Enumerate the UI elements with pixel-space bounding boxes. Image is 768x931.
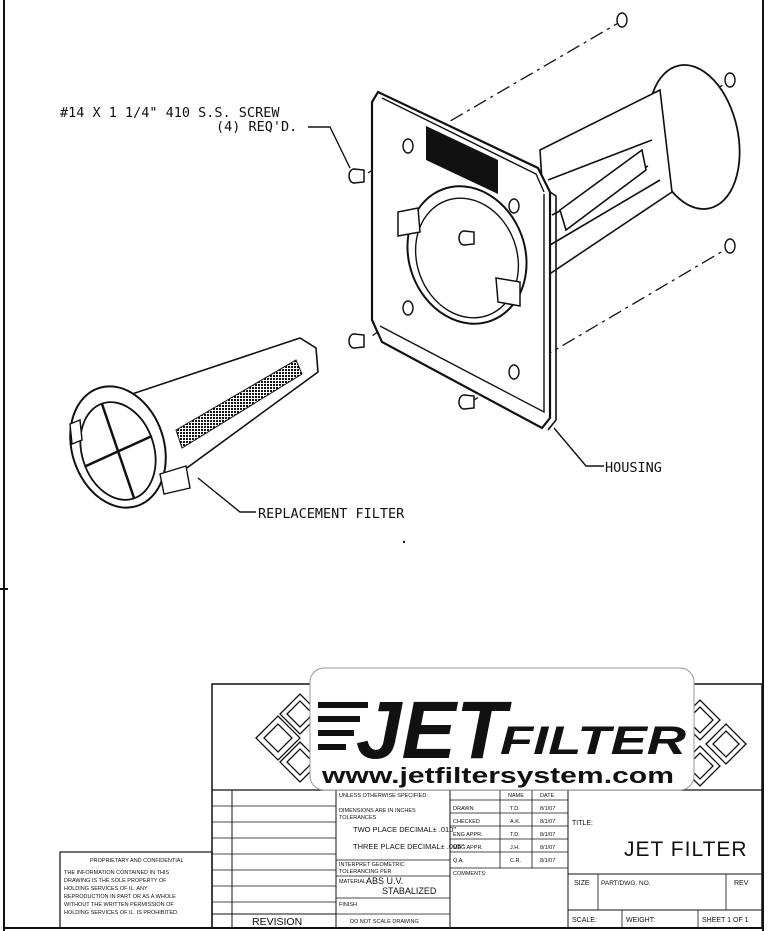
screw-callout-line2: (4) REQ'D. (216, 119, 297, 135)
tb-proprietary-line: DRAWING IS THE SOLE PROPERTY OF (64, 878, 167, 884)
tb-row-date: 8/1/07 (540, 858, 555, 864)
tb-material-label: MATERIAL: (339, 879, 368, 885)
screws (348, 168, 475, 410)
tb-proprietary-title: PROPRIETARY AND CONFIDENTIAL (90, 858, 184, 864)
tb-unless-specified: UNLESS OTHERWISE SPECIFIED: (339, 793, 428, 799)
stray-dot (402, 540, 406, 544)
tb-tolerancing: TOLERANCING PER (339, 869, 391, 875)
tb-row-name: J.H. (510, 845, 520, 851)
tb-row-role: MFG APPR. (453, 845, 483, 851)
tb-interpret: INTERPRET GEOMETRIC (339, 862, 405, 868)
tb-scale-label: SCALE: (572, 917, 597, 924)
tb-finish-label: FINISH (339, 902, 357, 908)
tb-part-label: PART/DWG. NO. (601, 880, 651, 887)
tb-row-name: T.D. (510, 832, 520, 838)
tb-row-date: 8/1/07 (540, 845, 555, 851)
tb-title-label: TITLE: (572, 820, 593, 827)
housing-plate (370, 90, 557, 431)
tb-no-scale: DO NOT SCALE DRAWING (350, 919, 419, 925)
tb-row-role: DRAWN (453, 806, 474, 812)
tb-comments: COMMENTS: (453, 871, 487, 877)
tb-revision: REVISION (252, 916, 302, 928)
jet-filter-logo: JET FILTER www.jetfiltersystem.com (309, 667, 695, 791)
tb-row-role: CHECKED (453, 819, 480, 825)
screw-callout-line1: #14 X 1 1/4" 410 S.S. SCREW (60, 105, 280, 121)
leader-lines (197, 126, 604, 513)
tb-row-date: 8/1/07 (540, 819, 555, 825)
tb-proprietary-line: WITHOUT THE WRITTEN PERMISSION OF (64, 902, 174, 908)
tb-proprietary-line: REPRODUCTION IN PART OR AS A WHOLE (64, 894, 176, 900)
tb-material-line2: STABALIZED (382, 886, 437, 896)
tb-proprietary-line: THE INFORMATION CONTAINED IN THIS (64, 870, 169, 876)
logo-brand-sub: FILTER (500, 719, 686, 763)
tb-col-date: DATE (540, 793, 555, 799)
tb-row-date: 8/1/07 (540, 806, 555, 812)
tb-row-date: 8/1/07 (540, 832, 555, 838)
housing-cone (539, 88, 673, 277)
tb-proprietary-line: HOLDING SERVICES OF IL. IS PROHIBITED. (64, 910, 179, 916)
tb-size-label: SIZE (574, 880, 590, 887)
logo-brand-main: JET (356, 685, 512, 776)
tb-row-role: Q.A. (453, 858, 464, 864)
screw-heads-right (616, 12, 736, 254)
tb-title: JET FILTER (624, 838, 748, 861)
replacement-filter (69, 337, 319, 509)
tb-row-role: ENG APPR. (453, 832, 483, 838)
housing-callout: HOUSING (605, 460, 662, 476)
replacement-filter-callout: REPLACEMENT FILTER (258, 506, 405, 522)
tb-rev-label: REV (734, 880, 749, 887)
tb-row-name: C.R. (510, 858, 521, 864)
tb-proprietary-line: HOLDING SERVICES OF IL. ANY (64, 886, 148, 892)
logo-website: www.jetfiltersystem.com (321, 763, 674, 788)
tb-col-name: NAME (508, 793, 524, 799)
tb-dims-inches: DIMENSIONS ARE IN INCHES (339, 808, 416, 814)
tb-row-name: A.K. (510, 819, 521, 825)
tb-material-line1: ABS U.V. (366, 876, 403, 886)
tb-three-place: THREE PLACE DECIMAL± .005" (353, 842, 464, 851)
tb-weight-label: WEIGHT: (626, 917, 655, 924)
tb-tolerances: TOLERANCES (339, 815, 377, 821)
tb-sheet: SHEET 1 OF 1 (702, 917, 749, 924)
tb-row-name: T.D. (510, 806, 520, 812)
tb-two-place: TWO PLACE DECIMAL± .010" (353, 825, 456, 834)
